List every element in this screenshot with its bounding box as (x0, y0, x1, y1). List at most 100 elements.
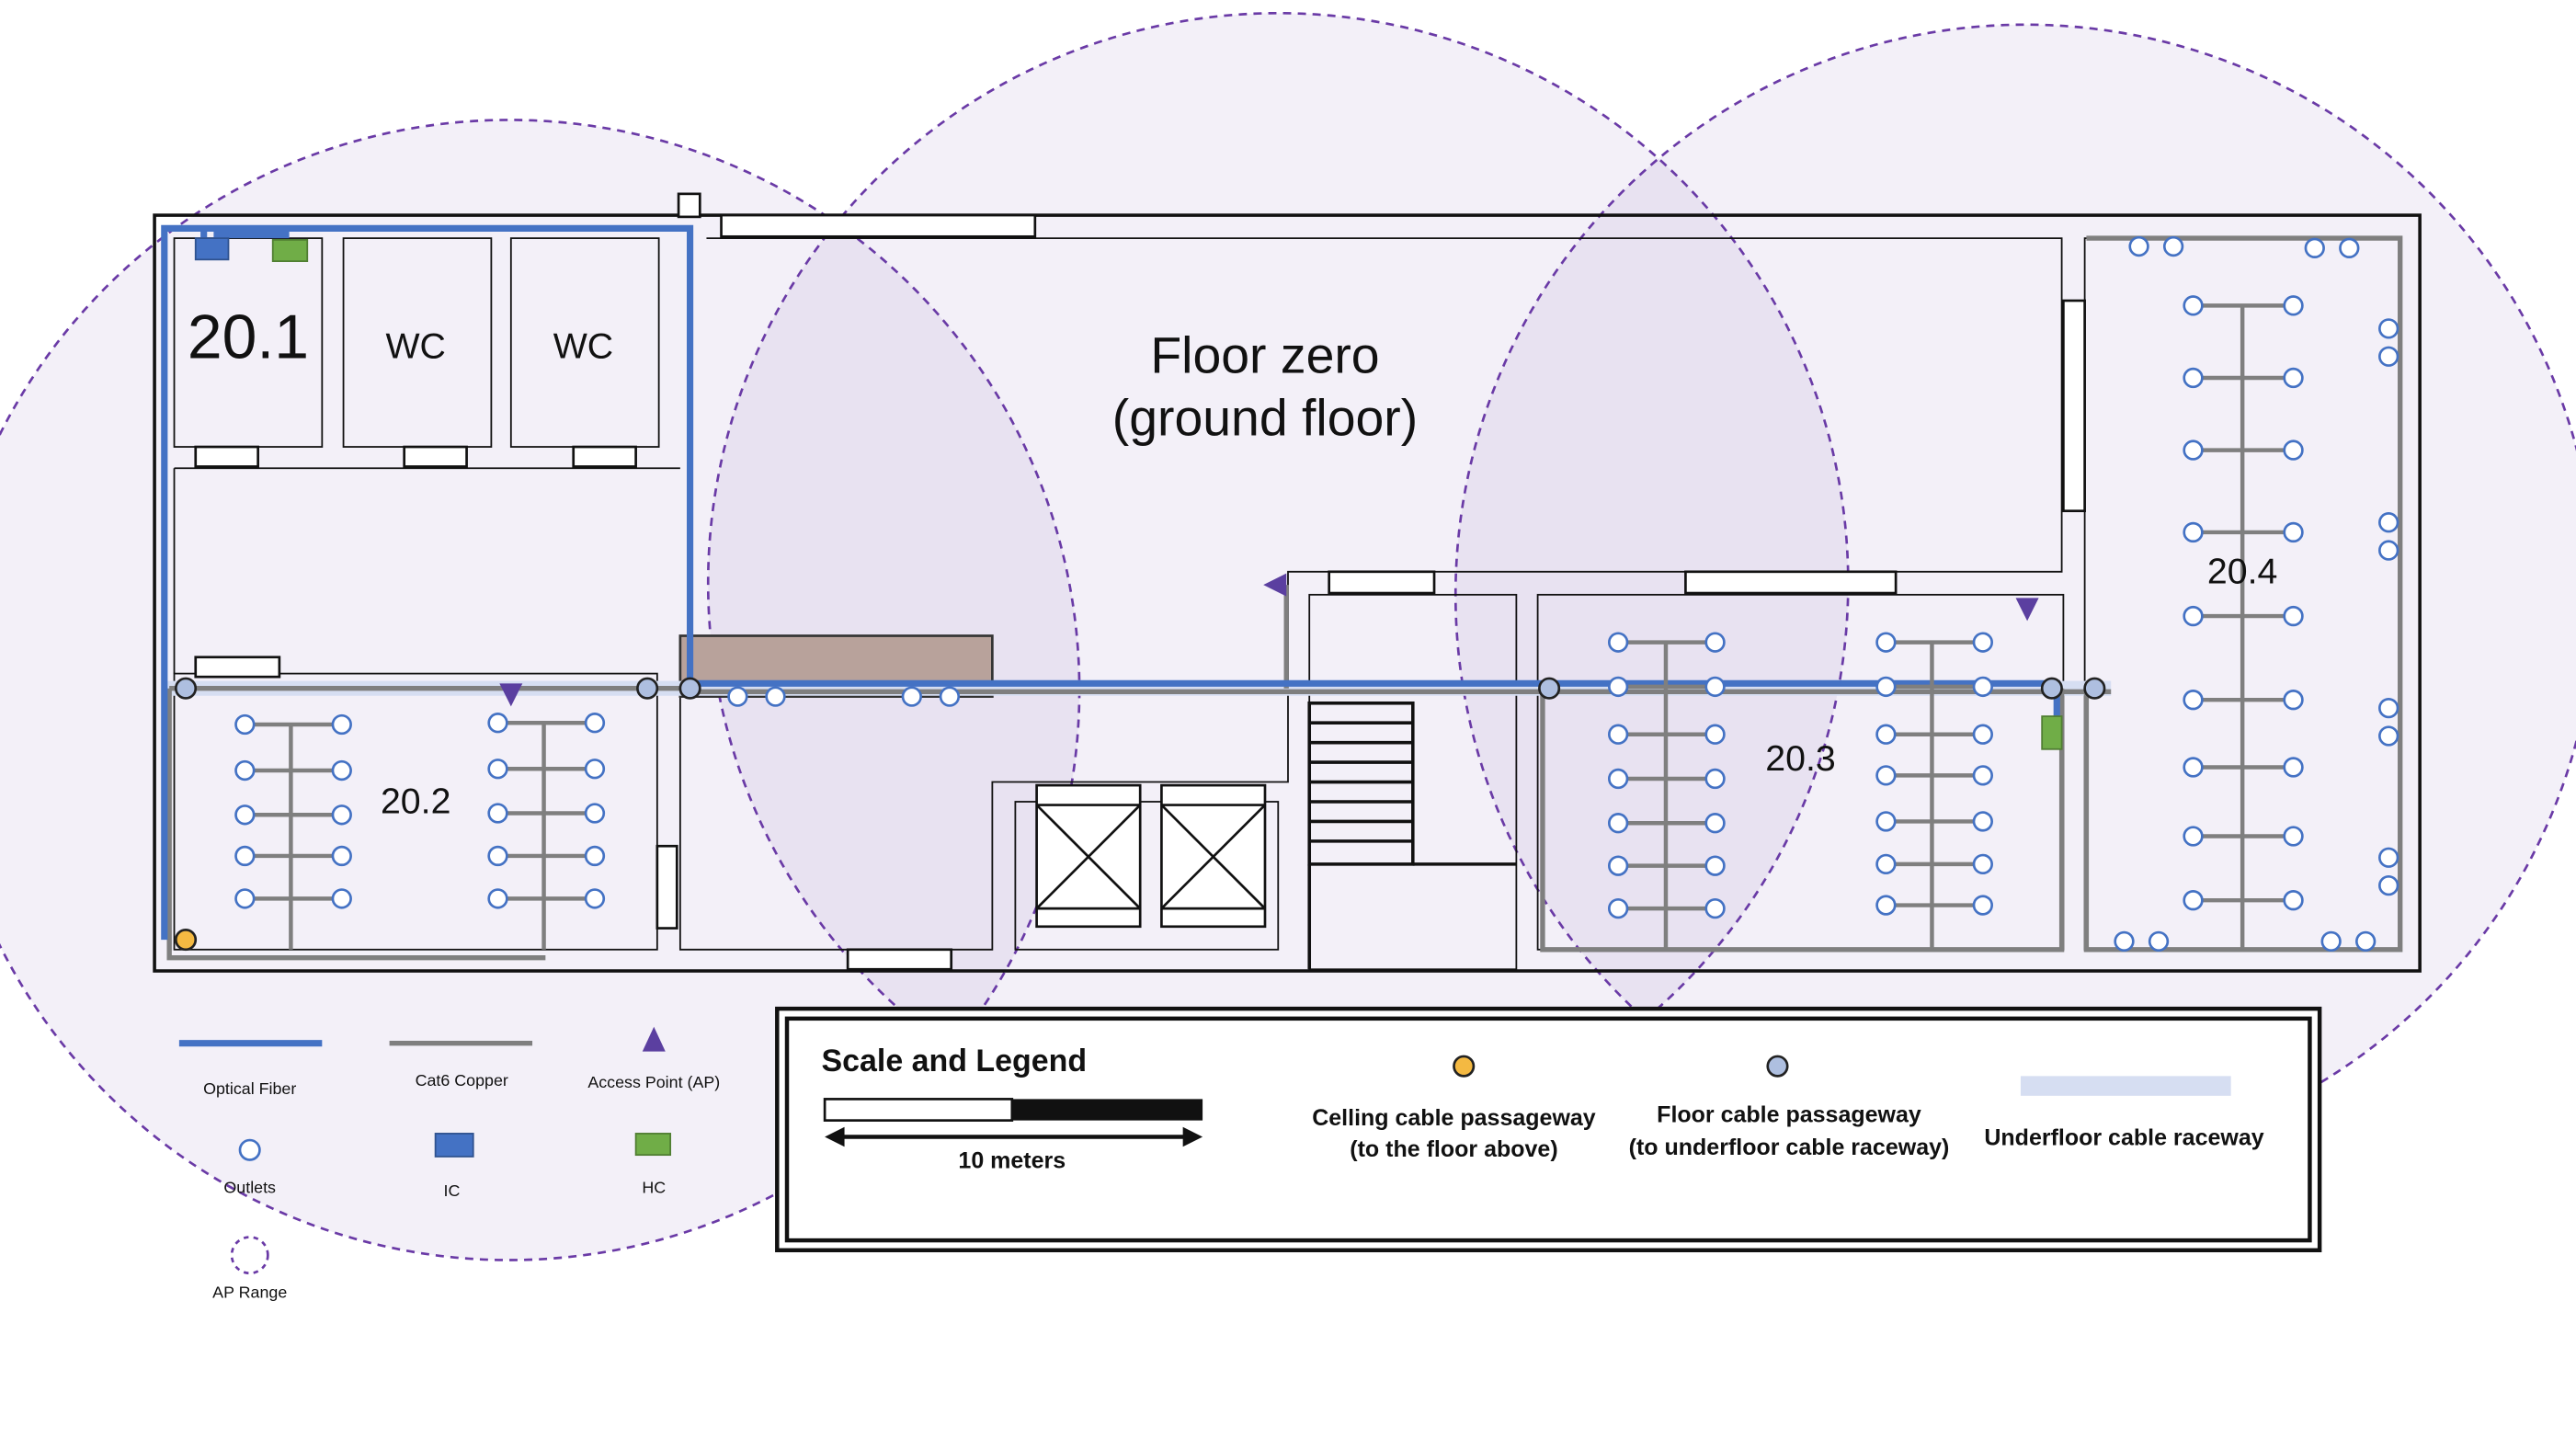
ic-icon (434, 1133, 474, 1158)
outlet-icon (584, 713, 606, 734)
floor-title-line-1: Floor zero (1150, 327, 1379, 384)
outlet-icon (584, 888, 606, 909)
ap-range-label: AP Range (212, 1284, 287, 1302)
stair-steps (1309, 721, 1413, 843)
outlet-icon (2162, 235, 2184, 257)
outlet-icon (487, 803, 508, 824)
outlet-icon (2128, 235, 2149, 257)
door (1328, 570, 1436, 595)
outlet-icon (1704, 632, 1726, 653)
outlet-icon (2283, 367, 2304, 389)
outlet-icon (2183, 757, 2204, 778)
legend-box-inner (784, 1016, 2312, 1243)
room-label-20-2: 20.2 (381, 781, 450, 821)
legend-box-outer (775, 1006, 2322, 1253)
scale-arrow-head-left (825, 1126, 845, 1147)
door (572, 445, 637, 468)
floor-passageway (2083, 677, 2106, 700)
floor-passageway (636, 677, 659, 700)
outlet-icon (2114, 930, 2135, 953)
door (655, 844, 678, 930)
outlet-icon (2183, 690, 2204, 711)
outlet-icon (2378, 725, 2399, 747)
cat6-run (166, 688, 546, 961)
outlet-icon (1875, 765, 1897, 786)
elevator-2-cross (1160, 804, 1266, 910)
corridor-wall-left (173, 467, 680, 674)
cat6-copper-runs (166, 235, 2403, 961)
room-20-2-wall (173, 672, 658, 951)
outlet-icon (234, 888, 256, 909)
outlet-icon (2283, 439, 2304, 461)
outlet-icon (2320, 930, 2342, 953)
outlet-icon (234, 713, 256, 736)
room-label-20-4: 20.4 (2207, 551, 2277, 591)
outlet-icon (1704, 897, 1726, 919)
floor-title-line-2: (ground floor) (1112, 390, 1418, 447)
outlet-icon (2283, 521, 2304, 543)
legend-box: Scale and Legend 10 meters Celling cable… (775, 1006, 2322, 1253)
floor-passageway (1538, 677, 1561, 700)
ceiling-passageway-icon (1453, 1055, 1476, 1078)
outlet-icon (331, 804, 352, 826)
lift-area (1014, 801, 1280, 951)
scale-arrow-head-right (1182, 1126, 1203, 1147)
floor-passageway-label-1: Floor cable passageway (1657, 1101, 1921, 1127)
outlet-icon (1875, 895, 1897, 916)
outlet-icon (584, 845, 606, 867)
outlet-icon (2183, 367, 2204, 389)
optical-fiber-label: Optical Fiber (203, 1079, 296, 1098)
floor-passageway-icon (1766, 1055, 1789, 1078)
ceiling-passageway-label-2: (to the floor above) (1350, 1136, 1557, 1162)
outlet-icon (1607, 676, 1629, 698)
outlet-icon (2378, 874, 2399, 896)
floor-passageway-label-2: (to underfloor cable raceway) (1629, 1135, 1950, 1160)
elevator-1-cross (1035, 804, 1142, 910)
door (846, 948, 953, 971)
access-point-icon (1263, 573, 1287, 597)
outlet-icon (1607, 813, 1629, 834)
outlet-icon (2148, 930, 2170, 953)
outlet-icon (1607, 632, 1629, 653)
access-point-icon (499, 683, 523, 707)
outlet-icon (2183, 826, 2204, 847)
outlet-icon (1972, 632, 1994, 653)
outlet-icon (1607, 768, 1629, 790)
raceway-label: Underfloor cable raceway (1984, 1124, 2263, 1150)
ic-label: IC (444, 1181, 461, 1200)
outlet-icon (1607, 855, 1629, 876)
outlet-icon (1704, 676, 1726, 698)
outlet-icon (1972, 676, 1994, 698)
outlet-icon (487, 845, 508, 867)
outlet-icon (1875, 632, 1897, 653)
access-point-label: Access Point (AP) (587, 1073, 720, 1091)
door (194, 445, 259, 468)
outlet-icon (1704, 724, 1726, 745)
floor-passageway (678, 677, 701, 700)
ap-range-icon (230, 1236, 269, 1275)
outlet-icon (1704, 855, 1726, 876)
outlet-trees (234, 235, 2399, 953)
outlet-icon (2378, 847, 2399, 868)
outlet-icon (2283, 826, 2304, 847)
outlet-icon (234, 845, 256, 867)
outlet-icon (487, 759, 508, 780)
outlet-icon (1875, 676, 1897, 698)
outlet-icon (487, 888, 508, 909)
room-label-wc-1: WC (385, 326, 445, 367)
stairs (1307, 701, 1517, 970)
door (677, 192, 701, 219)
outlet-icon (234, 804, 256, 826)
door (194, 656, 281, 679)
outlet-icon (1875, 853, 1897, 875)
outlet-icon (2378, 512, 2399, 533)
access-points (499, 573, 2039, 707)
elevators (1035, 783, 1267, 929)
door (720, 213, 1037, 238)
ceiling-passageway-label-1: Celling cable passageway (1312, 1105, 1596, 1131)
stair-landing (1307, 862, 1517, 970)
floor-passageway (174, 677, 198, 700)
outlet-icon (584, 759, 606, 780)
outlet-icon (2378, 697, 2399, 719)
